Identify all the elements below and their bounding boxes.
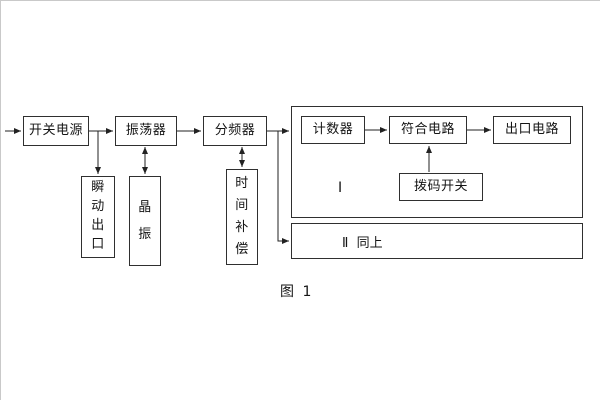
block-dip-switch: 拨码开关	[399, 173, 483, 201]
group-2-frame	[291, 223, 583, 259]
block-output-circuit-label: 出口电路	[504, 122, 559, 138]
block-time-compensation-label: 时间补偿	[235, 175, 249, 258]
block-frequency-divider-label: 分频器	[214, 123, 256, 139]
group-1-numeral: Ⅰ	[338, 180, 343, 196]
block-oscillator: 振荡器	[115, 116, 177, 146]
arrow-branch-to-group2	[277, 131, 289, 244]
group-2-label: Ⅱ 同上	[342, 236, 383, 251]
block-output-circuit: 出口电路	[493, 116, 571, 144]
block-dip-switch-label: 拨码开关	[413, 179, 468, 195]
block-switch-power-label: 开关电源	[28, 123, 83, 139]
block-counter-label: 计数器	[312, 122, 354, 138]
figure-caption: 图 1	[280, 284, 314, 300]
block-switch-power: 开关电源	[23, 116, 89, 146]
block-counter: 计数器	[301, 116, 365, 144]
block-crystal-oscillator: 晶振	[129, 176, 161, 266]
block-instant-output: 瞬动出口	[81, 176, 115, 258]
block-crystal-oscillator-label: 晶振	[138, 199, 152, 242]
block-coincidence-circuit: 符合电路	[389, 116, 467, 144]
group-1-frame	[291, 106, 583, 218]
block-frequency-divider: 分频器	[203, 116, 267, 146]
block-coincidence-circuit-label: 符合电路	[400, 122, 455, 138]
block-oscillator-label: 振荡器	[125, 123, 167, 139]
block-instant-output-label: 瞬动出口	[91, 180, 105, 252]
block-time-compensation: 时间补偿	[226, 169, 258, 265]
